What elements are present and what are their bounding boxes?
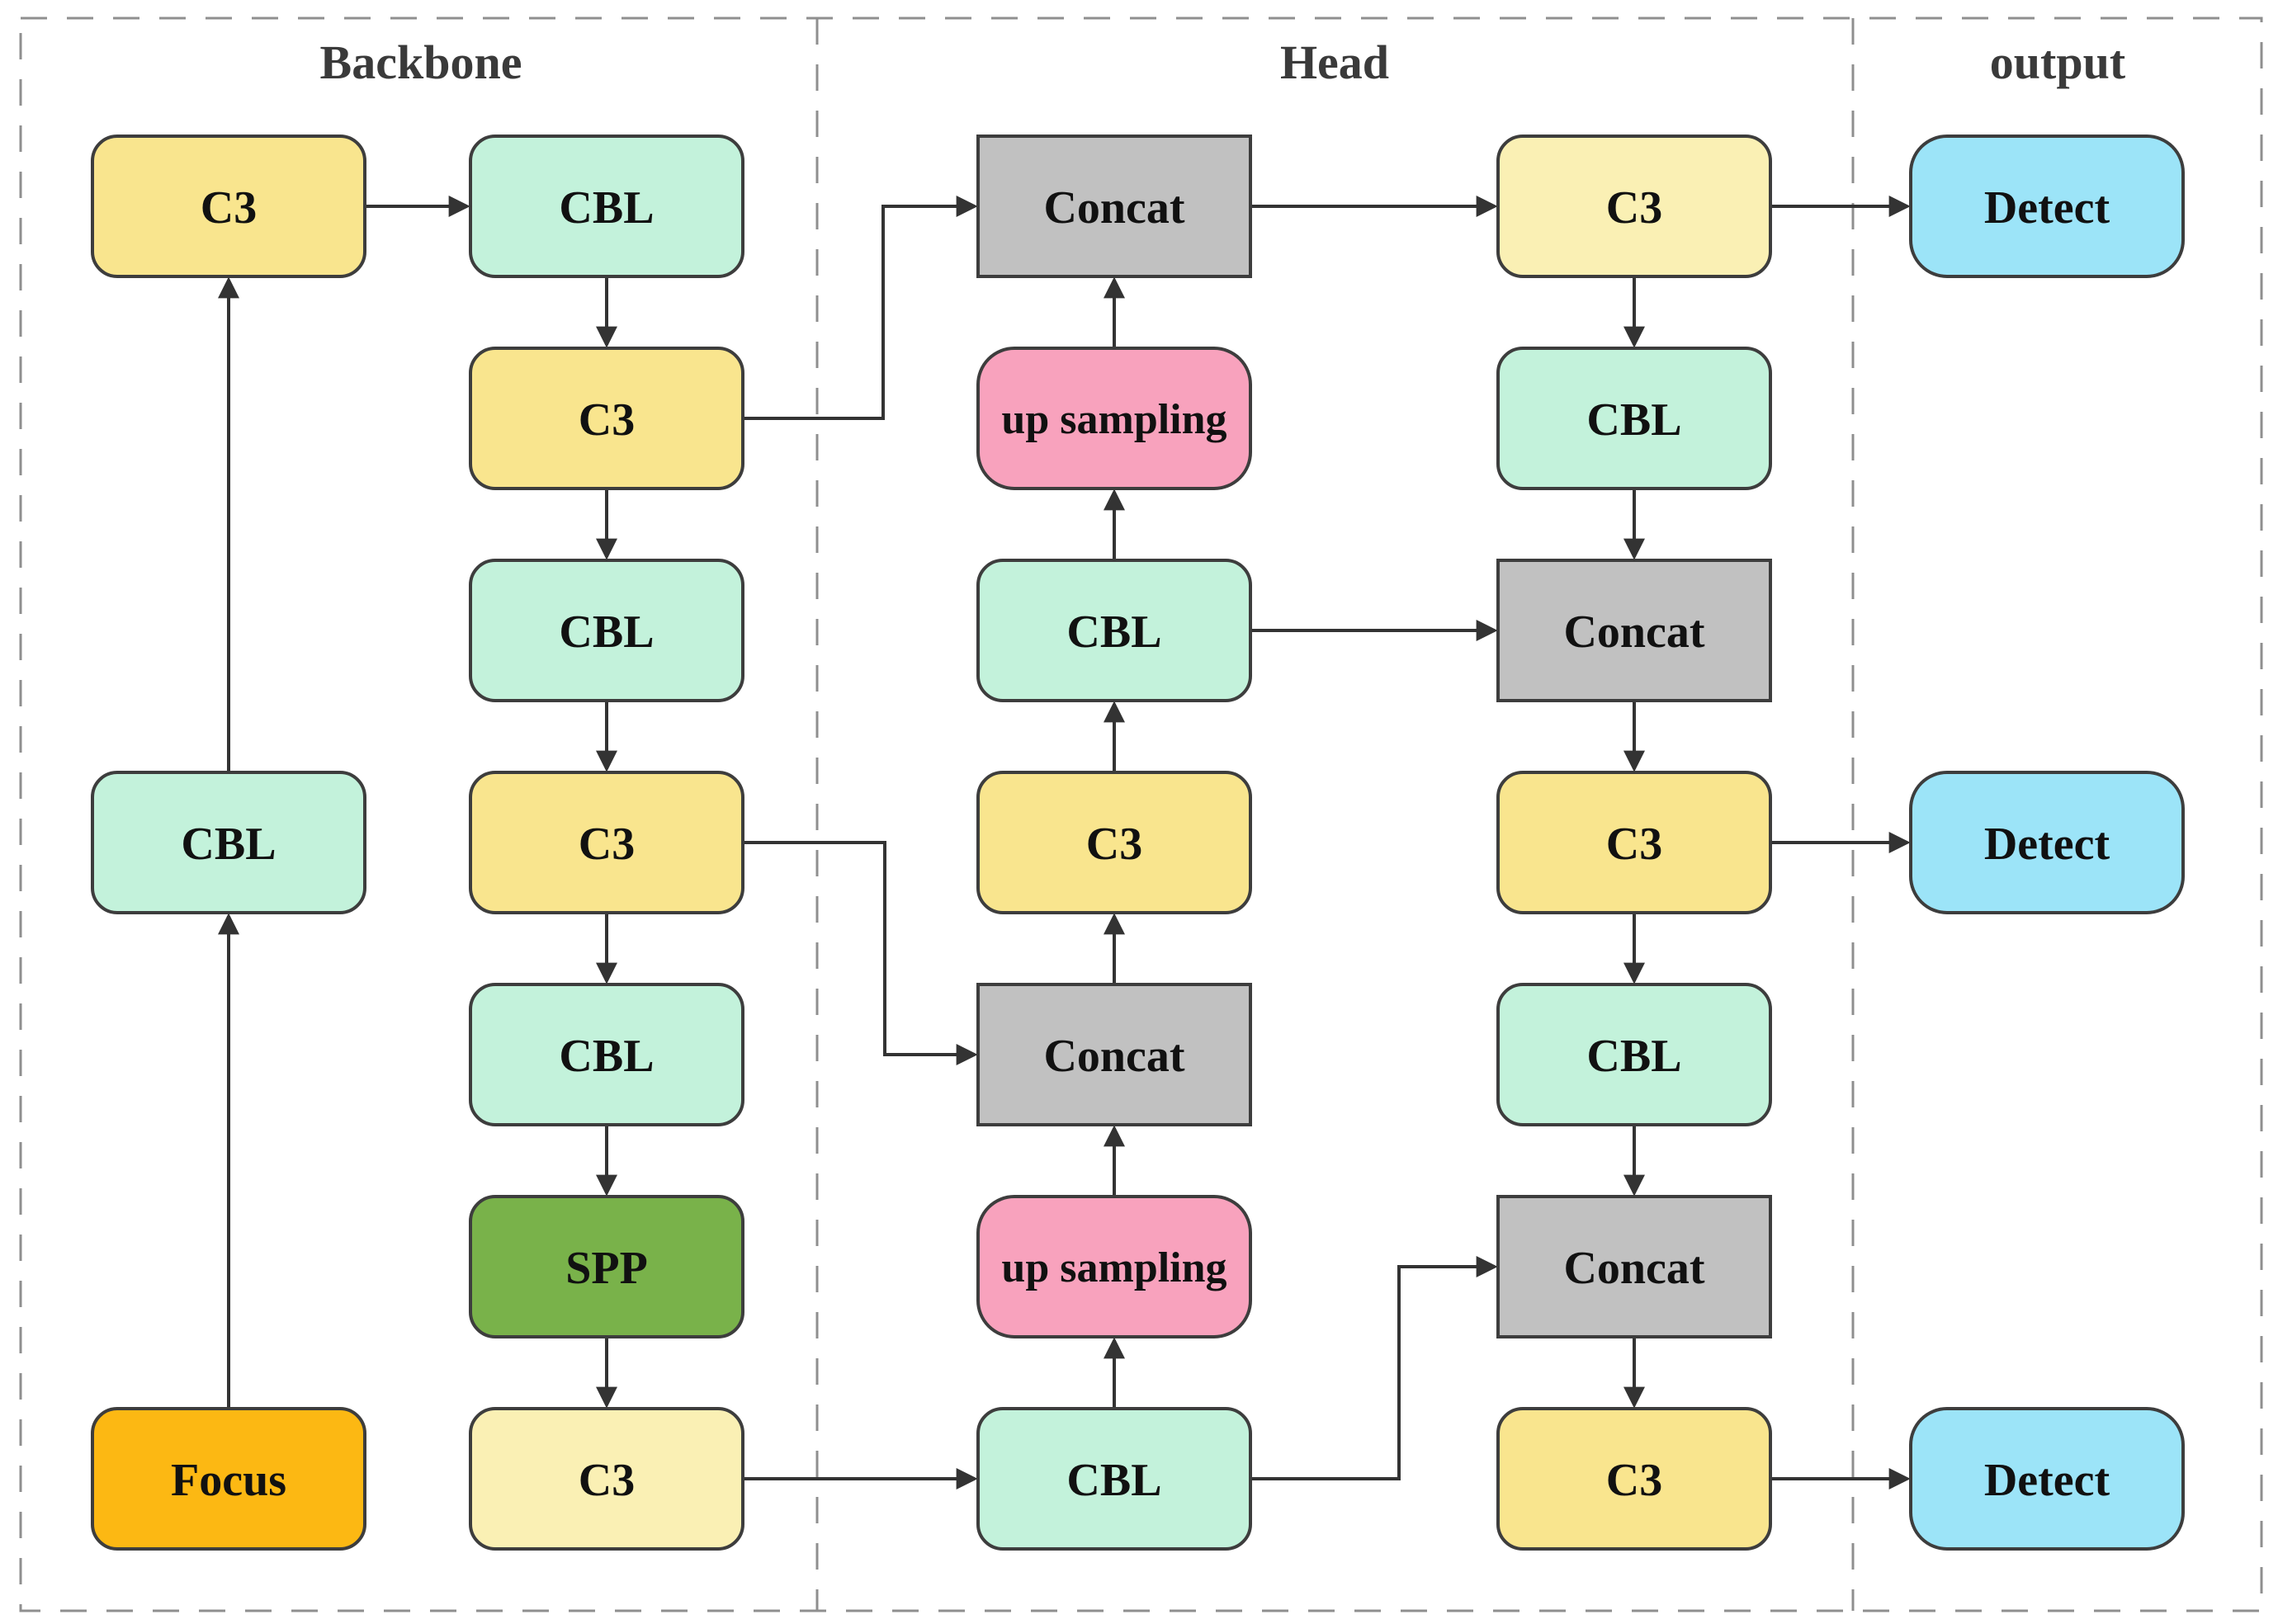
node-bb-cbl-mid: CBL <box>91 771 366 914</box>
node-h2-c3-1-label: C3 <box>1606 182 1662 234</box>
node-h1-upsampling1-label: up sampling <box>1001 396 1226 443</box>
section-title-output: output <box>1990 35 2126 89</box>
node-bb-focus-box <box>91 1407 366 1551</box>
node-bb-focus: Focus <box>91 1407 366 1551</box>
node-h1-upsampling2-label: up sampling <box>1001 1244 1226 1291</box>
node-h1-cbl2-label: CBL <box>1066 1455 1161 1506</box>
node-h2-c3-2-label: C3 <box>1606 819 1662 870</box>
node-bb2-c3-3-label: C3 <box>579 1455 635 1506</box>
node-bb2-cbl1: CBL <box>469 135 744 278</box>
edge-elbow-c3-to-concat-mid <box>743 841 978 1065</box>
node-h2-c3-3-box <box>1496 1407 1772 1551</box>
node-bb2-cbl2-box <box>469 559 744 702</box>
node-h2-c3-1-box <box>1496 135 1772 278</box>
node-out-detect1: Detect <box>1909 135 2185 278</box>
node-h2-cbl2-box <box>1496 983 1772 1126</box>
node-bb-c3-top: C3 <box>91 135 366 278</box>
edge-elbow-cbl-to-concat-bottom <box>1250 1256 1498 1480</box>
node-h1-upsampling2-box <box>976 1195 1252 1338</box>
node-h1-c3-label: C3 <box>1086 819 1142 870</box>
node-h1-cbl1: CBL <box>976 559 1252 702</box>
node-h1-cbl1-box <box>976 559 1252 702</box>
node-h1-upsampling1: up sampling <box>976 347 1252 490</box>
node-out-detect1-box <box>1909 135 2185 278</box>
node-bb2-cbl2: CBL <box>469 559 744 702</box>
node-bb-cbl-mid-label: CBL <box>181 819 276 870</box>
node-h2-concat2: Concat <box>1496 1195 1772 1338</box>
node-bb2-c3-1-box <box>469 347 744 490</box>
node-h1-concat2-box <box>976 983 1252 1126</box>
node-out-detect3-label: Detect <box>1984 1455 2110 1506</box>
node-out-detect1-label: Detect <box>1984 182 2110 234</box>
node-h2-cbl1-label: CBL <box>1586 394 1681 446</box>
node-bb-focus-label: Focus <box>171 1455 286 1506</box>
node-h1-cbl1-label: CBL <box>1066 607 1161 658</box>
node-out-detect2: Detect <box>1909 771 2185 914</box>
section-title-backbone: Backbone <box>320 35 522 89</box>
node-h2-c3-1: C3 <box>1496 135 1772 278</box>
node-bb2-cbl2-label: CBL <box>559 607 654 658</box>
node-h2-c3-3-label: C3 <box>1606 1455 1662 1506</box>
node-h2-concat1-box <box>1496 559 1772 702</box>
node-h2-cbl1-box <box>1496 347 1772 490</box>
node-bb2-cbl1-box <box>469 135 744 278</box>
node-bb-c3-top-label: C3 <box>201 182 257 234</box>
node-bb-cbl-mid-box <box>91 771 366 914</box>
node-h2-concat1: Concat <box>1496 559 1772 702</box>
node-h1-concat1: Concat <box>976 135 1252 278</box>
node-h2-cbl1: CBL <box>1496 347 1772 490</box>
node-out-detect2-box <box>1909 771 2185 914</box>
node-bb2-spp-box <box>469 1195 744 1338</box>
node-out-detect3: Detect <box>1909 1407 2185 1551</box>
node-bb2-cbl3: CBL <box>469 983 744 1126</box>
section-title-head: Head <box>1280 35 1389 89</box>
node-h1-concat1-box <box>976 135 1252 278</box>
node-out-detect2-label: Detect <box>1984 819 2110 870</box>
node-h2-concat1-label: Concat <box>1563 607 1704 658</box>
node-h1-cbl2-box <box>976 1407 1252 1551</box>
node-h2-c3-2-box <box>1496 771 1772 914</box>
node-bb2-c3-3-box <box>469 1407 744 1551</box>
edges <box>218 196 1911 1489</box>
node-bb2-spp-label: SPP <box>565 1243 648 1294</box>
node-bb2-c3-1-label: C3 <box>579 394 635 446</box>
node-h2-c3-3: C3 <box>1496 1407 1772 1551</box>
node-h1-upsampling1-box <box>976 347 1252 490</box>
node-bb-c3-top-box <box>91 135 366 278</box>
node-h2-concat2-label: Concat <box>1563 1243 1704 1294</box>
node-bb2-c3-2-box <box>469 771 744 914</box>
node-bb2-cbl3-box <box>469 983 744 1126</box>
node-bb2-c3-2-label: C3 <box>579 819 635 870</box>
node-h2-c3-2: C3 <box>1496 771 1772 914</box>
node-bb2-c3-3: C3 <box>469 1407 744 1551</box>
node-h1-c3-box <box>976 771 1252 914</box>
node-h1-concat2-label: Concat <box>1043 1031 1184 1082</box>
node-h1-concat2: Concat <box>976 983 1252 1126</box>
node-bb2-c3-1: C3 <box>469 347 744 490</box>
node-h1-concat1-label: Concat <box>1043 182 1184 234</box>
edge-elbow-c3-to-concat-top <box>743 196 978 420</box>
node-h1-cbl2: CBL <box>976 1407 1252 1551</box>
node-h2-concat2-box <box>1496 1195 1772 1338</box>
node-bb2-spp: SPP <box>469 1195 744 1338</box>
node-h1-c3: C3 <box>976 771 1252 914</box>
node-h2-cbl2-label: CBL <box>1586 1031 1681 1082</box>
node-bb2-c3-2: C3 <box>469 771 744 914</box>
node-out-detect3-box <box>1909 1407 2185 1551</box>
outer-dashed-border <box>19 17 2263 1612</box>
node-h2-cbl2: CBL <box>1496 983 1772 1126</box>
node-bb2-cbl1-label: CBL <box>559 182 654 234</box>
node-h1-upsampling2: up sampling <box>976 1195 1252 1338</box>
node-bb2-cbl3-label: CBL <box>559 1031 654 1082</box>
